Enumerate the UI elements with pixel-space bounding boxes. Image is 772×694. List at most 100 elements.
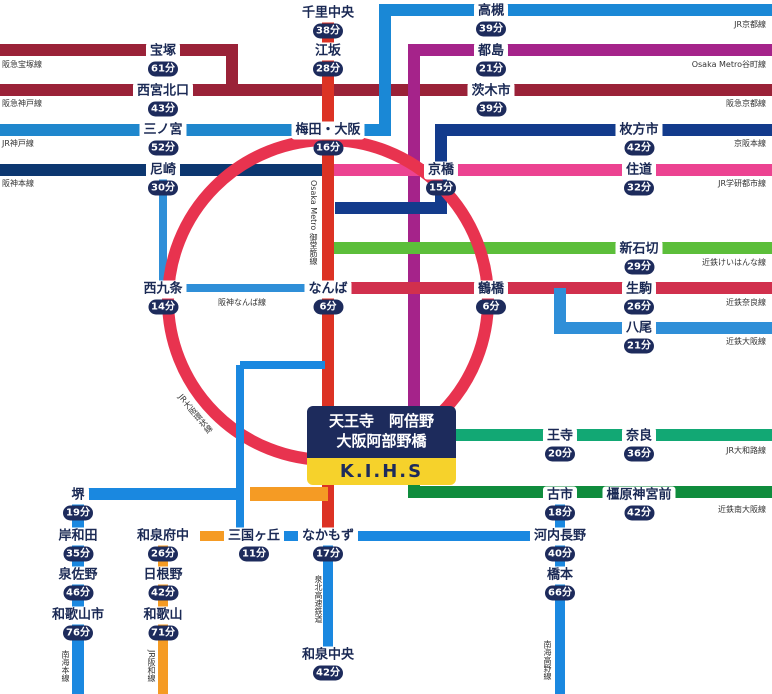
station-name: 生駒 [621, 280, 657, 299]
station-name: 江坂 [310, 42, 346, 61]
label-hankyu-takarazuka: 阪急宝塚線 [2, 60, 42, 69]
station-name: 西九条 [139, 280, 187, 299]
station-time: 36分 [623, 446, 654, 462]
station-name: 枚方市 [615, 121, 663, 140]
station-name: なんば [304, 280, 352, 299]
label-jr-kyoto: JR京都線 [734, 20, 766, 29]
hub-line2: 大阪阿部野橋 [336, 432, 427, 450]
station-time: 20分 [544, 446, 575, 462]
station-time: 42分 [623, 505, 654, 521]
station-time: 26分 [623, 299, 654, 315]
station-name: 和歌山 [139, 606, 187, 625]
station-time: 32分 [623, 180, 654, 196]
station-time: 42分 [147, 585, 178, 601]
station-name: なかもず [297, 527, 359, 546]
label-hanshin-namba: 阪神なんば線 [218, 298, 266, 307]
station-name: 王寺 [542, 427, 578, 446]
station-time: 76分 [62, 625, 93, 641]
hub-code: K.I.H.S [307, 458, 456, 485]
station-time: 19分 [63, 505, 93, 521]
station-name: 八尾 [621, 319, 657, 338]
station-name: 岸和田 [54, 527, 102, 546]
station-time: 28分 [312, 61, 343, 77]
station-name: 三ノ宮 [139, 121, 187, 140]
station-name: 古市 [542, 486, 578, 505]
label-kintetsu-nara: 近鉄奈良線 [726, 298, 766, 307]
station-time: 46分 [62, 585, 93, 601]
station-name: 和泉中央 [297, 646, 359, 665]
label-minami-osaka: 近鉄南大阪線 [718, 505, 766, 514]
station-time: 17分 [312, 546, 343, 562]
station-time: 42分 [312, 665, 343, 681]
station-time: 29分 [623, 259, 654, 275]
station-time: 61分 [147, 61, 178, 77]
label-jr-kobe: JR神戸線 [2, 139, 34, 148]
station-name: 茨木市 [467, 82, 515, 101]
station-time: 6分 [312, 299, 343, 315]
station-name: 橿原神宮前 [602, 486, 676, 505]
station-name: 宝塚 [145, 42, 181, 61]
station-time: 11分 [238, 546, 269, 562]
label-nankai-main: 南海本線 [61, 650, 70, 682]
station-time: 14分 [147, 299, 178, 315]
station-time: 43分 [147, 101, 178, 117]
station-time: 38分 [312, 23, 343, 39]
station-name: 橋本 [542, 566, 578, 585]
station-time: 71分 [147, 625, 178, 641]
label-tanimachi: Osaka Metro谷町線 [691, 60, 766, 69]
label-hanwa: JR阪和線 [147, 650, 156, 682]
station-time: 39分 [475, 21, 506, 37]
station-time: 52分 [147, 140, 178, 156]
station-name: 千里中央 [297, 4, 359, 23]
station-time: 35分 [62, 546, 93, 562]
station-name: 日根野 [139, 566, 187, 585]
station-time: 21分 [623, 338, 654, 354]
label-nankai-koya: 南海高野線 [543, 640, 552, 680]
label-hankyu-kobe: 阪急神戸線 [2, 99, 42, 108]
tennoji-hub[interactable]: 天王寺 阿倍野 大阪阿部野橋 K.I.H.S [307, 406, 456, 485]
label-keihanna: 近鉄けいはんな線 [702, 258, 766, 267]
station-time: 66分 [544, 585, 575, 601]
label-yamatoji: JR大和路線 [726, 446, 766, 455]
station-time: 6分 [475, 299, 506, 315]
station-name: 京橋 [423, 161, 459, 180]
minami-osaka-line [408, 470, 772, 498]
station-time: 30分 [147, 180, 178, 196]
